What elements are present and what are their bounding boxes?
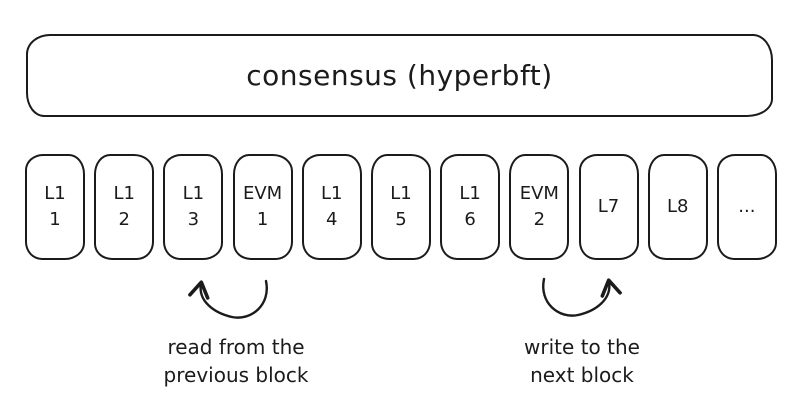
- block-label: L1: [44, 183, 66, 204]
- block-label: L1: [459, 183, 481, 204]
- block-l8: L8: [647, 154, 708, 260]
- block-number: 3: [187, 209, 200, 230]
- consensus-label: consensus (hyperbft): [246, 59, 553, 92]
- read-annotation-line2: previous block: [163, 363, 309, 387]
- block-l1-1: L1 1: [25, 154, 85, 260]
- write-arrow-icon: [542, 277, 622, 317]
- block-l1-4: L1 4: [301, 154, 362, 260]
- read-annotation-line1: read from the: [167, 335, 305, 359]
- read-annotation: read from the previous block: [136, 333, 336, 389]
- block-ellipsis: ...: [716, 154, 777, 260]
- block-number: 2: [533, 209, 546, 230]
- block-label: L7: [597, 196, 620, 217]
- write-annotation-line2: next block: [530, 363, 634, 387]
- block-number: 5: [395, 209, 407, 230]
- block-number: 1: [49, 209, 61, 230]
- blocks-row: L1 1 L1 2 L1 3 EVM 1 L1 4 L1 5 L1 6 EVM: [25, 154, 777, 260]
- block-number: 4: [326, 209, 338, 230]
- block-number: 6: [464, 209, 476, 230]
- block-label: L8: [666, 196, 689, 217]
- write-annotation-line1: write to the: [524, 335, 640, 359]
- write-annotation: write to the next block: [482, 333, 682, 389]
- block-l7: L7: [578, 154, 639, 260]
- block-l1-5: L1 5: [370, 154, 431, 260]
- block-label: EVM: [242, 183, 283, 204]
- consensus-box: consensus (hyperbft): [26, 34, 773, 117]
- block-label: L1: [390, 183, 412, 204]
- block-l1-3: L1 3: [163, 154, 224, 260]
- block-label: L1: [182, 183, 205, 204]
- block-l1-2: L1 2: [94, 154, 155, 260]
- block-number: 1: [256, 209, 269, 230]
- read-arrow-icon: [188, 279, 268, 319]
- block-label: L1: [321, 183, 343, 204]
- block-label: L1: [113, 183, 135, 204]
- block-label: EVM: [519, 183, 559, 204]
- block-label: ...: [738, 196, 756, 217]
- block-l1-6: L1 6: [440, 154, 501, 260]
- block-number: 2: [118, 209, 130, 230]
- block-evm-2: EVM 2: [509, 154, 570, 260]
- block-evm-1: EVM 1: [232, 154, 293, 260]
